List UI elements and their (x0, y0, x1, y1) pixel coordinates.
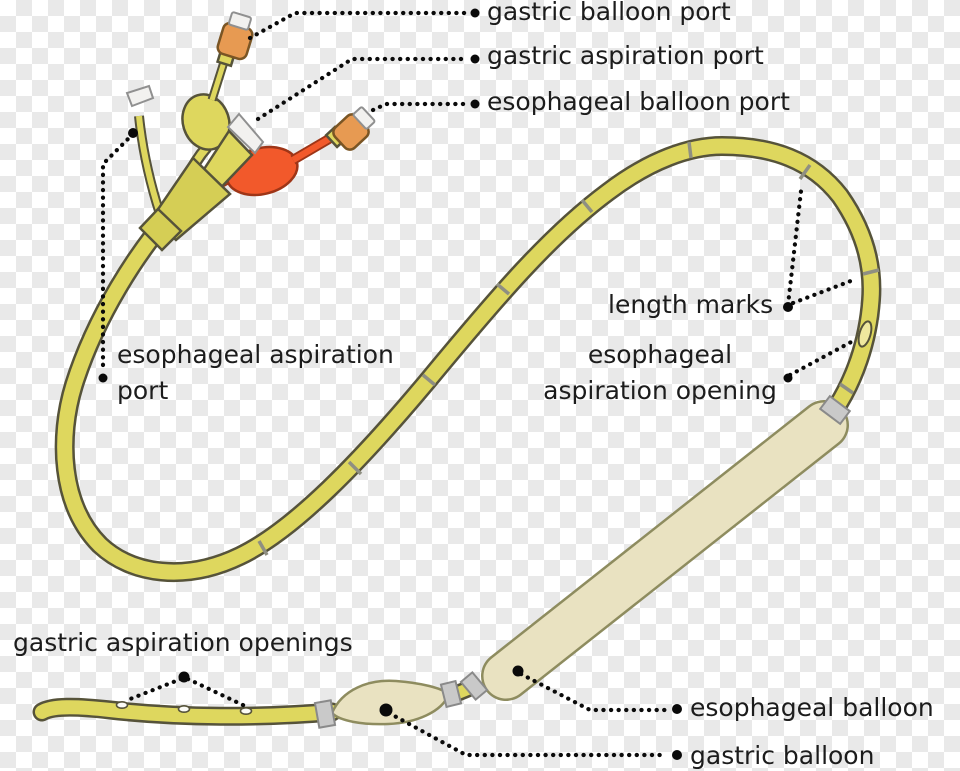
esophageal-aspiration-port-branch (134, 115, 165, 216)
label-gastric-balloon-port: gastric balloon port (487, 0, 731, 26)
valve-bulb (181, 93, 231, 151)
length-marks (257, 141, 880, 556)
esophageal-aspiration-port-cap (125, 84, 155, 108)
leader-dot (379, 703, 393, 717)
leader-dot (672, 750, 682, 760)
hub-assembly (125, 11, 376, 252)
leader-length-marks-2 (790, 276, 859, 306)
leader-dot (783, 373, 793, 383)
label-esophageal-balloon-port: esophageal balloon port (487, 87, 790, 116)
leader-gastric-balloon (386, 710, 670, 758)
leader-esophageal-aspiration-opening (787, 338, 856, 378)
leader-gastric-balloon-port (247, 10, 469, 41)
length-mark (862, 268, 880, 276)
leader-dot (178, 671, 190, 683)
label-esophageal-aspiration-opening: esophageal aspiration opening (543, 340, 777, 405)
leader-esophageal-aspiration-port (100, 131, 136, 372)
gastric-aspiration-opening (115, 700, 129, 709)
gastric-balloon-port-cap (228, 11, 252, 31)
leader-dot (470, 99, 480, 109)
gastric-aspiration-opening (239, 706, 253, 715)
length-mark (687, 141, 693, 159)
label-gastric-balloon: gastric balloon (690, 741, 875, 770)
tube-band (313, 699, 337, 729)
label-gastric-aspiration-port: gastric aspiration port (487, 41, 764, 70)
label-esophageal-balloon: esophageal balloon (690, 693, 934, 722)
length-mark (347, 460, 363, 476)
esophageal-balloon-port-cap (352, 106, 376, 130)
length-mark (798, 163, 812, 181)
distal-tube-segment (32, 697, 342, 726)
leader-gastric-aspiration-port (255, 56, 469, 122)
catheter-tube-loop (54, 135, 882, 582)
leader-esophageal-balloon (518, 671, 670, 713)
leader-dot (470, 8, 480, 18)
tube-loop-fill (57, 138, 879, 580)
leader-dot (128, 128, 138, 138)
hub-collar (138, 207, 183, 252)
label-gastric-aspiration-openings: gastric aspiration openings (13, 628, 353, 657)
tube-band (818, 394, 852, 426)
leader-esophageal-balloon-port (370, 101, 469, 113)
length-mark (421, 373, 437, 387)
label-length-marks: length marks (608, 290, 774, 319)
leader-gastric-aspiration-openings-1 (122, 676, 184, 704)
length-mark (839, 382, 854, 395)
label-esophageal-aspiration-port: esophageal aspiration port (117, 340, 394, 405)
leader-dot (672, 704, 682, 714)
leader-dot (98, 373, 108, 383)
length-mark (580, 198, 594, 214)
length-mark (257, 540, 269, 556)
gastric-aspiration-opening (177, 704, 191, 713)
leader-gastric-aspiration-openings-2 (185, 676, 248, 709)
tube-bands (313, 394, 852, 729)
length-mark (495, 282, 511, 296)
leader-lines (100, 10, 859, 758)
tube-band (459, 670, 489, 702)
esophageal-aspiration-opening (857, 320, 873, 348)
leader-length-marks-1 (785, 188, 804, 308)
gastric-balloon (330, 679, 451, 726)
leader-dots (98, 8, 793, 760)
leader-dot (470, 54, 480, 64)
leader-dot (512, 665, 524, 677)
esophageal-balloon (481, 400, 849, 701)
tube-band (439, 679, 463, 709)
leader-dot (783, 302, 793, 312)
gastric-aspiration-port-cap (226, 112, 265, 155)
